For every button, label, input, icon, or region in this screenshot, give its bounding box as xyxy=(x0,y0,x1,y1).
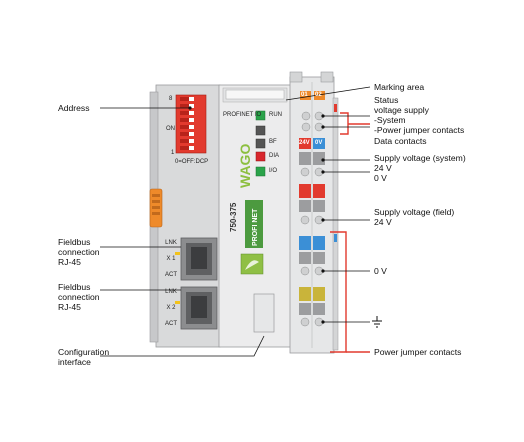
dip-switch-8[interactable] xyxy=(180,97,194,101)
port1-act: ACT xyxy=(165,272,177,278)
led-bf xyxy=(255,125,266,136)
config-interface-cover[interactable] xyxy=(253,293,275,333)
dip-knob-4 xyxy=(189,125,194,129)
dip-knob-6 xyxy=(189,111,194,115)
wago-logo: WAGO xyxy=(237,144,253,188)
dip-switch-3[interactable] xyxy=(180,132,194,136)
leader-dots xyxy=(188,106,325,324)
dip-knob-7 xyxy=(189,104,194,108)
led-run-label: RUN xyxy=(269,112,282,118)
label-config-interface: Configuration interface xyxy=(58,347,110,367)
status-led-02 xyxy=(314,91,325,100)
dip-knob-5 xyxy=(189,118,194,122)
v0-label: 0V xyxy=(315,140,323,146)
dip-top-label: 8 xyxy=(169,96,173,102)
label-data-contacts: Data contacts xyxy=(374,136,427,146)
leader-lines xyxy=(100,86,371,357)
led-dia-label: DIA xyxy=(269,153,280,159)
marking-strip xyxy=(225,89,285,100)
label-address: Address xyxy=(58,103,90,113)
dip-switch-2[interactable] xyxy=(180,139,194,143)
label-status-voltage: Status voltage supply -System -Power jum… xyxy=(374,95,465,135)
port1-x1: X 1 xyxy=(166,256,176,262)
dip-mode-label: 0=OFF:DCP xyxy=(175,159,209,165)
clamp-0v-left[interactable] xyxy=(299,236,311,250)
port2-act: ACT xyxy=(165,321,177,327)
brand-text: WAGO xyxy=(237,144,253,188)
clamp-0v-right[interactable] xyxy=(313,236,325,250)
dip-on-label: ON xyxy=(166,126,175,132)
dip-switch-4[interactable] xyxy=(180,125,194,129)
address-dip-switch[interactable] xyxy=(175,94,207,154)
clamp-ground-right[interactable] xyxy=(313,287,325,301)
led-panel xyxy=(255,110,266,177)
led-blank xyxy=(255,138,266,149)
ground-symbol xyxy=(372,316,382,328)
profinet-io-label: PROFINET IO xyxy=(223,112,262,118)
clamp-ground-left[interactable] xyxy=(299,287,311,301)
dip-switch-1[interactable] xyxy=(180,146,194,150)
label-fieldbus-1: Fieldbus connection RJ-45 xyxy=(58,237,100,267)
label-fieldbus-2: Fieldbus connection RJ-45 xyxy=(58,282,100,312)
label-supply-system: Supply voltage (system) 24 V 0 V xyxy=(374,153,466,183)
label-marking-area: Marking area xyxy=(374,82,425,92)
label-0v: 0 V xyxy=(374,266,387,276)
led-run xyxy=(255,110,266,121)
label-0v xyxy=(313,138,325,149)
label-24v xyxy=(299,138,311,149)
port2-lnk: LNK xyxy=(165,289,177,295)
dip-knob-3 xyxy=(189,132,194,136)
label-supply-field: Supply voltage (field) 24 V xyxy=(374,207,455,227)
port1-lnk: LNK xyxy=(165,240,177,246)
dip-knob-8 xyxy=(189,97,194,101)
model-number: 750-375 xyxy=(229,202,238,232)
rj45-port-2[interactable] xyxy=(175,286,218,330)
dip-switch-6[interactable] xyxy=(180,111,194,115)
profinet-logo: PROFI NET xyxy=(245,200,263,248)
port2-x2: X 2 xyxy=(166,305,176,311)
led-io-label: I/O xyxy=(269,168,278,174)
dip-switch-5[interactable] xyxy=(180,118,194,122)
status-01-label: 01 xyxy=(301,92,308,98)
v24-label: 24V xyxy=(299,140,310,146)
dip-bottom-label: 1 xyxy=(171,150,175,156)
dip-knob-2 xyxy=(189,139,194,143)
led-io xyxy=(255,166,266,177)
clamp-24v-field-right[interactable] xyxy=(313,184,325,198)
rj45-port-1[interactable] xyxy=(175,237,218,281)
status-02-label: 02 xyxy=(315,92,322,98)
label-power-jumper: Power jumper contacts xyxy=(374,347,462,357)
status-led-01 xyxy=(300,91,311,100)
led-bf-label: BF xyxy=(269,139,277,145)
svg-text:PROFI NET: PROFI NET xyxy=(252,208,259,246)
terminal-block xyxy=(289,71,339,354)
dip-switch-7[interactable] xyxy=(180,104,194,108)
led-dia xyxy=(255,151,266,162)
dip-knob-1 xyxy=(189,146,194,150)
clamp-24v-field-left[interactable] xyxy=(299,184,311,198)
